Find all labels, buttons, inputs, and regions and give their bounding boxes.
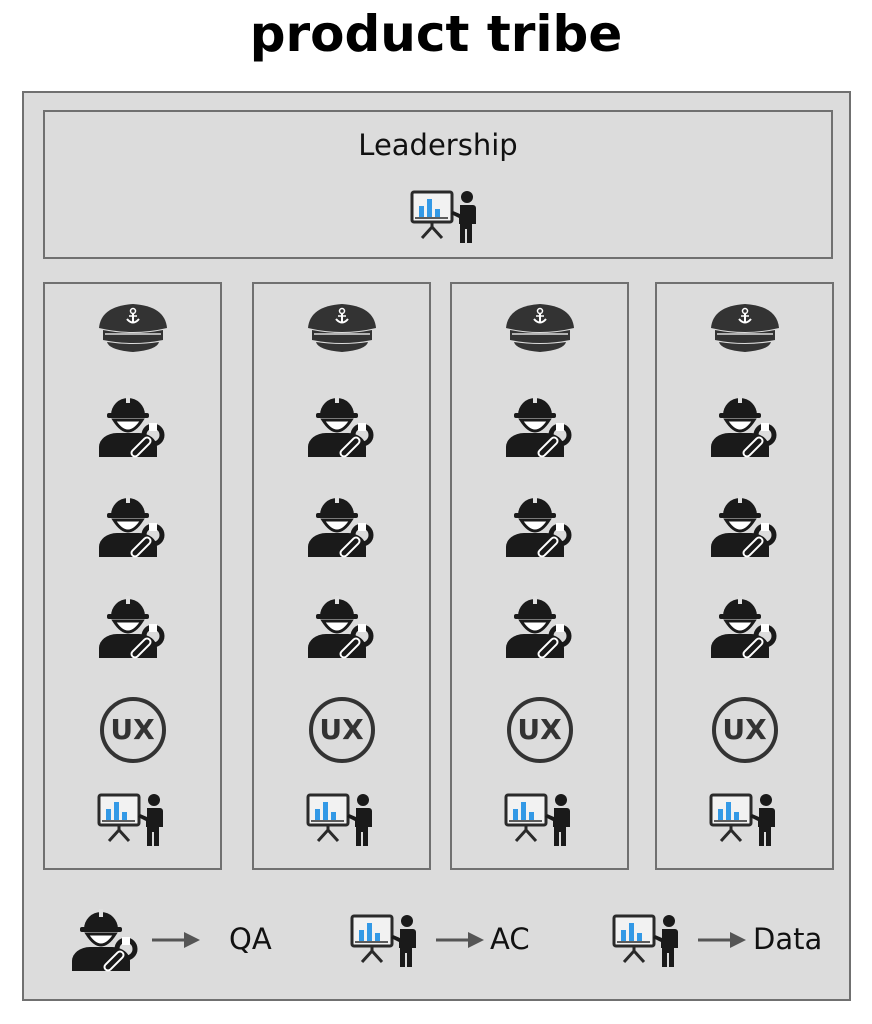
engineer-icon xyxy=(306,493,378,559)
engineer-icon xyxy=(97,594,169,660)
engineer-icon xyxy=(504,393,576,459)
presenter-chart-icon xyxy=(97,791,169,847)
presenter-chart-icon xyxy=(350,912,422,968)
engineer-icon xyxy=(306,393,378,459)
engineer-icon xyxy=(709,493,781,559)
engineer-icon xyxy=(97,493,169,559)
squad-column xyxy=(655,282,834,870)
squad-column xyxy=(43,282,222,870)
captain-hat-icon xyxy=(500,300,580,358)
engineer-icon xyxy=(97,393,169,459)
captain-hat-icon xyxy=(705,300,785,358)
squad-column xyxy=(252,282,431,870)
engineer-icon xyxy=(306,594,378,660)
presenter-chart-icon xyxy=(709,791,781,847)
presenter-chart-icon xyxy=(612,912,684,968)
engineer-icon xyxy=(709,594,781,660)
ux-badge-icon: UX xyxy=(710,695,780,765)
captain-hat-icon xyxy=(93,300,173,358)
arrow-right-icon xyxy=(698,930,748,950)
legend-label: QA xyxy=(229,922,272,956)
presenter-chart-icon xyxy=(504,791,576,847)
legend-label: AC xyxy=(490,922,530,956)
arrow-right-icon xyxy=(152,930,202,950)
engineer-icon xyxy=(709,393,781,459)
leadership-label: Leadership xyxy=(358,128,518,162)
ux-badge-text: UX xyxy=(319,713,364,746)
engineer-icon xyxy=(504,594,576,660)
arrow-right-icon xyxy=(436,930,486,950)
ux-badge-icon: UX xyxy=(98,695,168,765)
ux-badge-icon: UX xyxy=(307,695,377,765)
engineer-icon xyxy=(504,493,576,559)
captain-hat-icon xyxy=(302,300,382,358)
page-title: product tribe xyxy=(249,5,623,63)
legend-label: Data xyxy=(753,922,823,956)
ux-badge-icon: UX xyxy=(505,695,575,765)
presenter-chart-icon xyxy=(410,188,482,244)
leadership-box: Leadership xyxy=(43,110,833,259)
ux-badge-text: UX xyxy=(110,713,155,746)
squad-column xyxy=(450,282,629,870)
presenter-chart-icon xyxy=(306,791,378,847)
engineer-icon xyxy=(70,907,142,973)
ux-badge-text: UX xyxy=(722,713,767,746)
ux-badge-text: UX xyxy=(517,713,562,746)
